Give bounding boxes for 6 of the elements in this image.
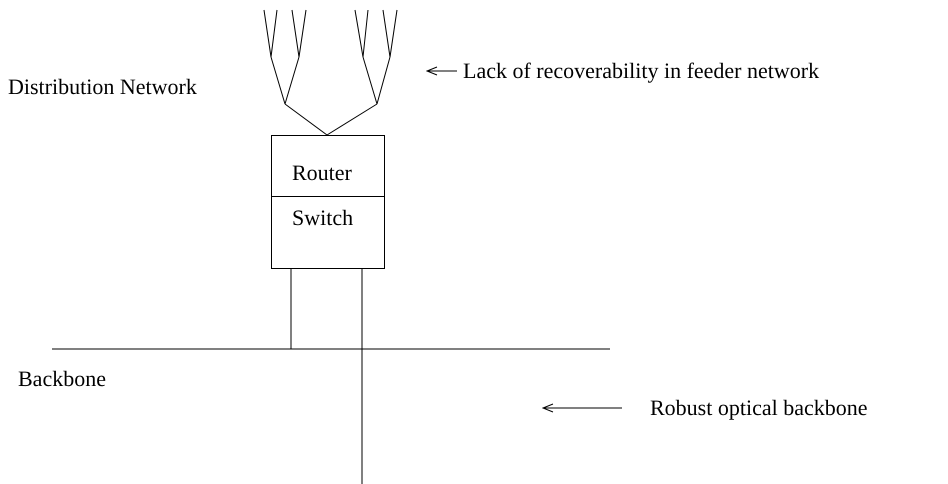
device-box: Switch: [271, 197, 385, 269]
section-label: Distribution Network: [8, 76, 197, 98]
device-box: Router: [271, 135, 385, 197]
arrow: [542, 404, 622, 412]
arrow: [426, 66, 458, 76]
section-label: Backbone: [18, 368, 106, 390]
